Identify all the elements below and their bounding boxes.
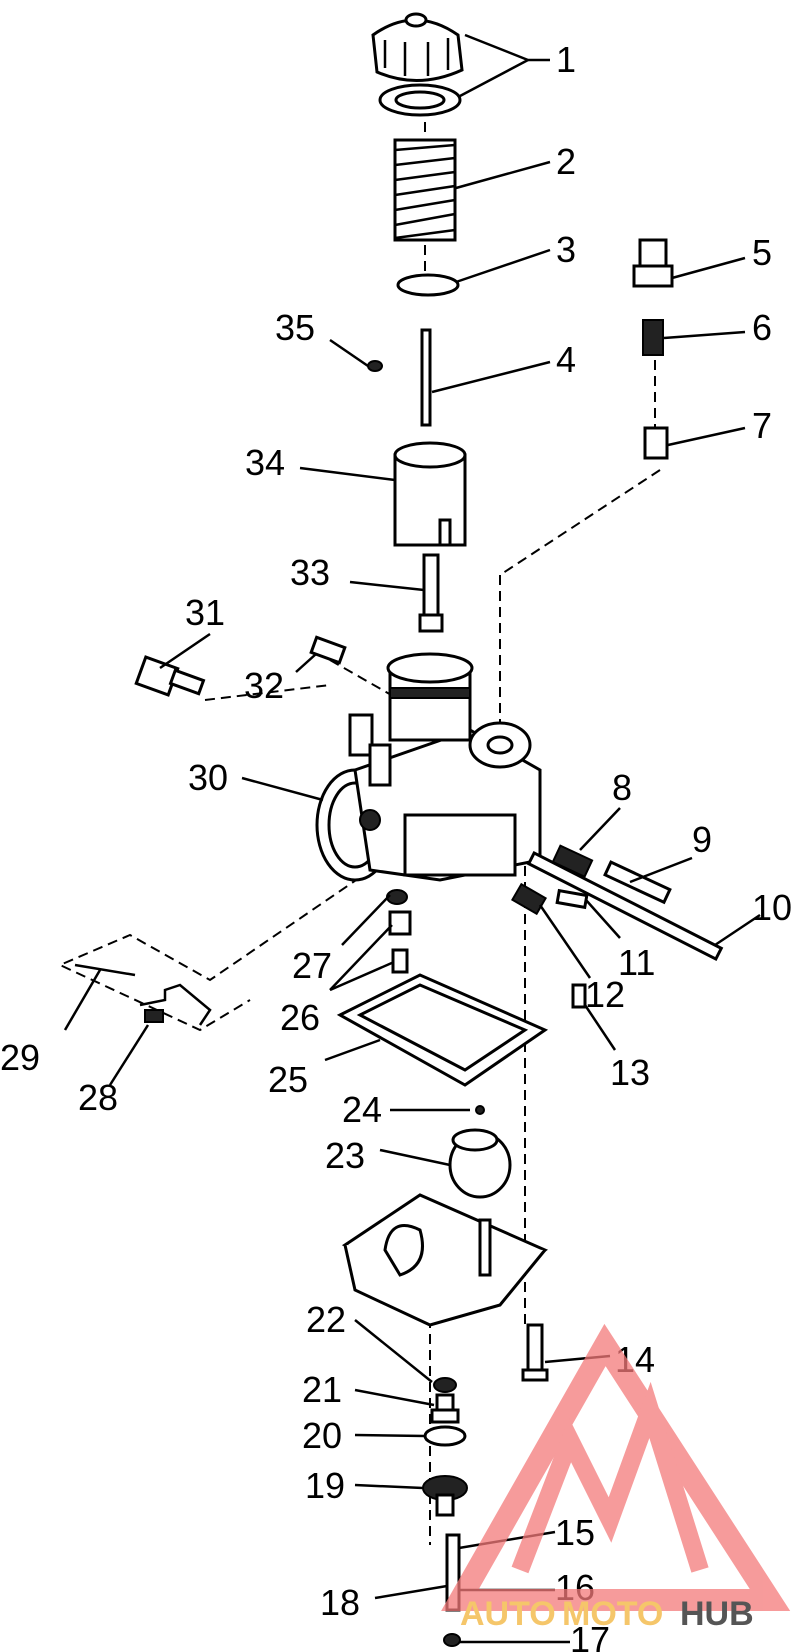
callout-21: 21 [302, 1369, 342, 1410]
watermark-text-hub: HUB [680, 1595, 754, 1633]
callout-29: 29 [0, 1037, 40, 1078]
callout-23: 23 [325, 1135, 365, 1176]
watermark-text-auto: AUTO [460, 1595, 556, 1633]
part-9-screw [603, 860, 672, 905]
part-3-clip [396, 273, 460, 297]
part-11-screw [555, 888, 589, 910]
callout-34: 34 [245, 442, 285, 483]
callout-32: 32 [244, 665, 284, 706]
callout-30: 30 [188, 757, 228, 798]
watermark-m-icon [511, 1381, 709, 1574]
callout-28: 28 [78, 1077, 118, 1118]
callout-22: 22 [306, 1299, 346, 1340]
callout-27: 27 [292, 945, 332, 986]
callout-17: 17 [570, 1619, 610, 1652]
part-34-slide [393, 441, 467, 547]
callout-1: 1 [556, 39, 576, 80]
part-13-jet [571, 983, 587, 1009]
part-14-screw [521, 1323, 549, 1382]
callout-18: 18 [320, 1582, 360, 1623]
watermark-logo [441, 1323, 791, 1611]
part-20-oring [423, 1425, 467, 1447]
part-4-needle [420, 328, 432, 427]
callout-20: 20 [302, 1415, 342, 1456]
callout-11: 11 [618, 942, 655, 983]
callout-24: 24 [342, 1089, 382, 1130]
callout-19: 19 [305, 1465, 345, 1506]
callout-4: 4 [556, 339, 576, 380]
part-32-cap [309, 635, 347, 665]
callout-7: 7 [752, 405, 772, 446]
part-24-ball [475, 1105, 485, 1115]
part-27-jet [386, 889, 408, 905]
callout-5: 5 [752, 232, 772, 273]
part-19-drain-plug [422, 1475, 468, 1517]
callout-10: 10 [752, 887, 792, 928]
leader-lines [63, 33, 761, 1644]
callout-3: 3 [556, 229, 576, 270]
part-31-choke-plunger [134, 655, 206, 697]
part-28-29-float-pin [74, 963, 212, 1026]
part-22-washer [433, 1377, 457, 1393]
callout-2: 2 [556, 141, 576, 182]
part-33-needle-jet [418, 553, 444, 633]
callout-31: 31 [185, 592, 225, 633]
part-10-rod [526, 850, 724, 962]
callout-13: 13 [610, 1052, 650, 1093]
callout-25: 25 [268, 1059, 308, 1100]
part-23-float [448, 1128, 512, 1199]
part-2-spring [393, 138, 457, 242]
part-35-e-clip [367, 360, 383, 372]
callout-12: 12 [585, 974, 625, 1015]
part-21-jet [430, 1393, 460, 1424]
watermark-triangle-icon [441, 1323, 791, 1611]
callout-8: 8 [612, 767, 632, 808]
callout-9: 9 [692, 819, 712, 860]
part-5-7-pilot-assembly [632, 238, 674, 460]
callout-6: 6 [752, 307, 772, 348]
watermark-text-moto: MOTO [562, 1595, 663, 1633]
part-17-nut [443, 1633, 461, 1647]
callout-35: 35 [275, 307, 315, 348]
part-30-carburetor-body [315, 652, 542, 882]
callout-33: 33 [290, 552, 330, 593]
float-bowl [341, 1193, 549, 1327]
part-26-jets [388, 910, 412, 974]
part-25-gasket [336, 973, 549, 1087]
callout-15: 15 [555, 1512, 595, 1553]
callout-26: 26 [280, 997, 320, 1038]
part-1-cap [371, 12, 464, 117]
part-12-spring [511, 882, 547, 916]
